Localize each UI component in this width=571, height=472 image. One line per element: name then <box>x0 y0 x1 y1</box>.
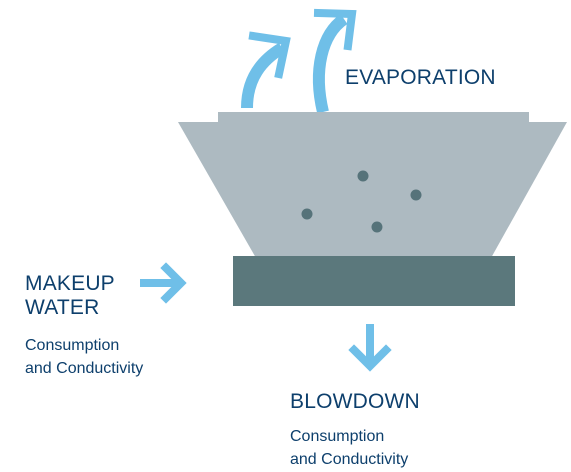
blowdown-arrow-icon <box>348 324 392 372</box>
makeup-sub-line2: and Conductivity <box>25 360 144 378</box>
particle <box>371 221 383 233</box>
makeup-label-line1: MAKEUP <box>25 272 115 295</box>
particle <box>301 208 313 220</box>
particle <box>410 189 422 201</box>
evaporation-arrows-icon <box>241 8 357 114</box>
makeup-arrow-icon <box>140 262 187 304</box>
makeup-sub-line1: Consumption <box>25 337 120 354</box>
tower-top-plate <box>218 112 529 124</box>
blowdown-sub-line2: and Conductivity <box>290 451 409 469</box>
blowdown-label: BLOWDOWN <box>290 390 420 413</box>
particle <box>357 170 369 182</box>
makeup-water-label: MAKEUP WATER <box>25 272 115 320</box>
makeup-water-sublabel: Consumption and Conductivity <box>25 334 143 380</box>
evaporation-arrow-right-icon <box>312 8 357 114</box>
blowdown-sub-line1: Consumption <box>290 428 385 445</box>
blowdown-sublabel: Consumption and Conductivity <box>290 425 408 471</box>
tower-basin <box>233 256 515 306</box>
evaporation-arrow-left-icon <box>241 31 291 109</box>
evaporation-label: EVAPORATION <box>345 66 496 89</box>
tower-body <box>178 122 567 258</box>
makeup-label-line2: WATER <box>25 296 100 320</box>
